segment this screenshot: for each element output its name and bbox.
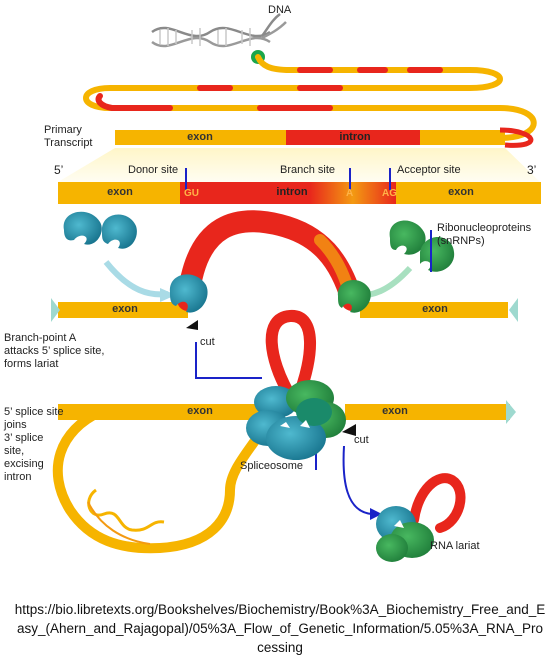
gu-label: GU: [184, 188, 199, 199]
primary-transcript-label: Primary Transcript: [44, 124, 93, 149]
donor-site-label: Donor site: [128, 164, 179, 176]
branch-a-label: A: [346, 188, 354, 199]
cut-label-1: cut: [200, 336, 215, 348]
row4-end-marker: [506, 400, 516, 424]
primary-transcript-band: [115, 127, 534, 148]
row2-exon-right: exon: [448, 186, 474, 198]
excision-arrow: [342, 445, 373, 515]
row3-exon-left: exon: [112, 303, 138, 315]
transcript-exon-label: exon: [187, 131, 213, 143]
row4-transcript: [52, 310, 516, 554]
three-prime-label: 3’: [527, 163, 537, 177]
cut-label-2: cut: [354, 434, 369, 446]
rna-lariat-label: RNA lariat: [430, 540, 480, 552]
splice-join-caption: 5’ splice site joins 3’ splice site, exc…: [4, 406, 64, 483]
ribonucleoproteins-label: Ribonucleoproteins (snRNPs): [437, 222, 532, 247]
snrnp-teal-bound: [169, 274, 208, 313]
row3-exon-right: exon: [422, 303, 448, 315]
right-end-marker: [509, 298, 518, 322]
row3-transcript: [51, 210, 518, 322]
row4-exon-right: exon: [382, 405, 408, 417]
rna-lariat-product: [376, 473, 466, 562]
rna-splicing-diagram: [51, 13, 541, 562]
nascent-transcript: [83, 54, 537, 141]
ag-label: AG: [382, 188, 397, 199]
cut-marker-2: [342, 424, 356, 436]
cut-marker-1: [186, 320, 198, 330]
snrnp-teal-free: [63, 211, 137, 249]
dna-helix: [151, 13, 287, 64]
snrnp-green-free: [389, 220, 455, 272]
detailed-transcript-band: [58, 168, 541, 204]
acceptor-site-label: Acceptor site: [397, 164, 461, 176]
source-url: https://bio.libretexts.org/Bookshelves/B…: [14, 602, 546, 655]
snrnp-green-bound: [337, 279, 371, 313]
five-prime-label: 5’: [54, 163, 64, 177]
row2-exon-left: exon: [107, 186, 133, 198]
dna-label: DNA: [268, 4, 292, 16]
zoom-fan: [58, 148, 540, 182]
branch-point-pointer: [195, 342, 262, 379]
spliceosome-label: Spliceosome: [240, 460, 303, 472]
spliceosome-complex: [246, 380, 346, 460]
branch-point-caption: Branch-point A attacks 5’ splice site, f…: [4, 332, 105, 370]
row4-exon-left: exon: [187, 405, 213, 417]
branch-site-label: Branch site: [280, 164, 336, 176]
left-end-marker: [51, 298, 60, 322]
transcript-intron-label: intron: [339, 131, 371, 143]
arrow-teal-bind: [103, 260, 169, 298]
row2-intron: intron: [276, 186, 308, 198]
